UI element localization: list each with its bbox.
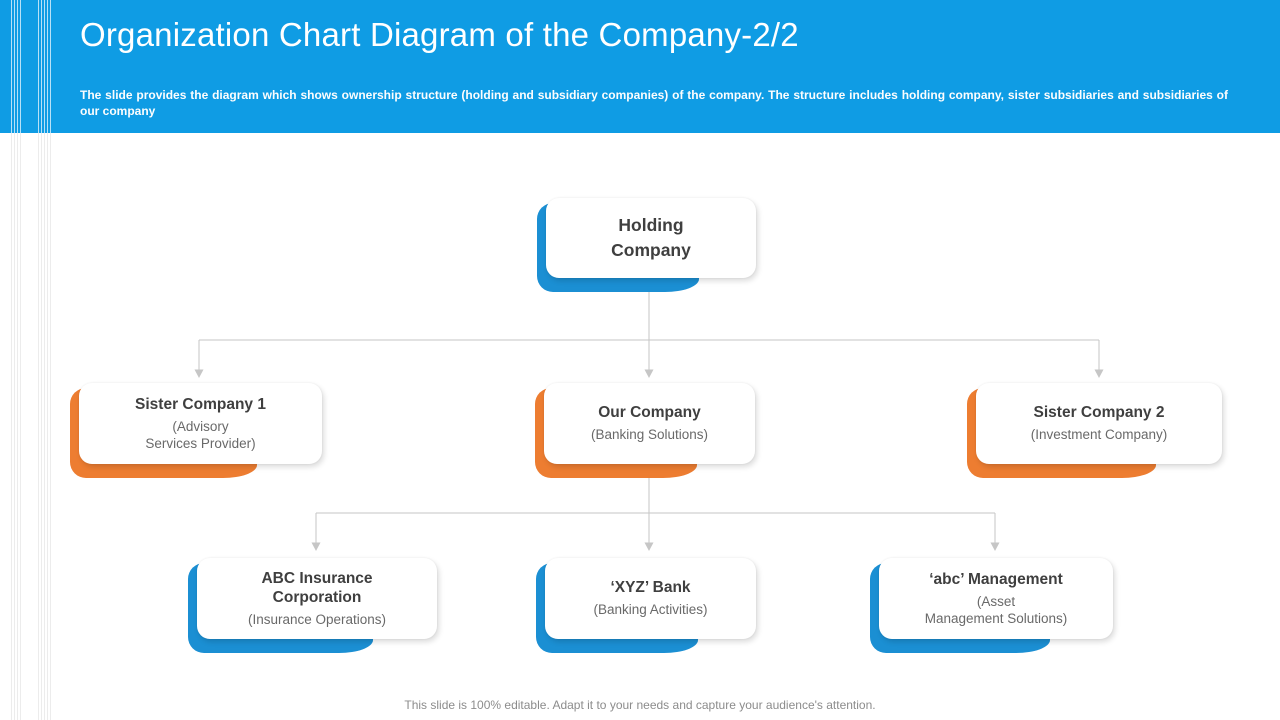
- node-subtitle: (Investment Company): [1030, 427, 1168, 443]
- node-title: Our Company: [598, 404, 701, 422]
- org-node-sister-company-1[interactable]: Sister Company 1 (Advisory Services Prov…: [70, 383, 322, 478]
- node-subtitle: (Banking Activities): [593, 602, 708, 618]
- node-subtitle: (Insurance Operations): [247, 611, 387, 627]
- node-card: Sister Company 1 (Advisory Services Prov…: [79, 383, 322, 464]
- org-node-sister-company-2[interactable]: Sister Company 2 (Investment Company): [967, 383, 1222, 478]
- node-title: ‘abc’ Management: [929, 570, 1063, 588]
- page-title: Organization Chart Diagram of the Compan…: [80, 16, 799, 53]
- node-title: Sister Company 2: [1033, 404, 1165, 422]
- node-subtitle: (Asset Management Solutions): [924, 593, 1068, 627]
- node-card: ‘XYZ’ Bank (Banking Activities): [545, 558, 756, 639]
- page-subtitle: The slide provides the diagram which sho…: [80, 88, 1228, 118]
- node-subtitle: (Banking Solutions): [590, 427, 709, 443]
- org-node-holding-company[interactable]: Holding Company: [537, 198, 756, 292]
- node-card: Sister Company 2 (Investment Company): [976, 383, 1222, 464]
- node-card: Holding Company: [546, 198, 756, 278]
- node-card: ‘abc’ Management (Asset Management Solut…: [879, 558, 1113, 639]
- node-title: ABC Insurance Corporation: [261, 569, 373, 606]
- node-subtitle: (Advisory Services Provider): [145, 418, 256, 452]
- node-card: Our Company (Banking Solutions): [544, 383, 755, 464]
- node-title: Sister Company 1: [135, 395, 266, 413]
- org-node-xyz-bank[interactable]: ‘XYZ’ Bank (Banking Activities): [536, 558, 756, 653]
- slide-header: Organization Chart Diagram of the Compan…: [0, 0, 1280, 133]
- org-node-abc-management[interactable]: ‘abc’ Management (Asset Management Solut…: [870, 558, 1113, 653]
- org-node-abc-insurance-corporation[interactable]: ABC Insurance Corporation (Insurance Ope…: [188, 558, 437, 653]
- node-title: ‘XYZ’ Bank: [610, 579, 691, 597]
- node-card: ABC Insurance Corporation (Insurance Ope…: [197, 558, 437, 639]
- org-node-our-company[interactable]: Our Company (Banking Solutions): [535, 383, 755, 478]
- node-title: Holding Company: [611, 215, 691, 260]
- footer-note: This slide is 100% editable. Adapt it to…: [404, 698, 876, 712]
